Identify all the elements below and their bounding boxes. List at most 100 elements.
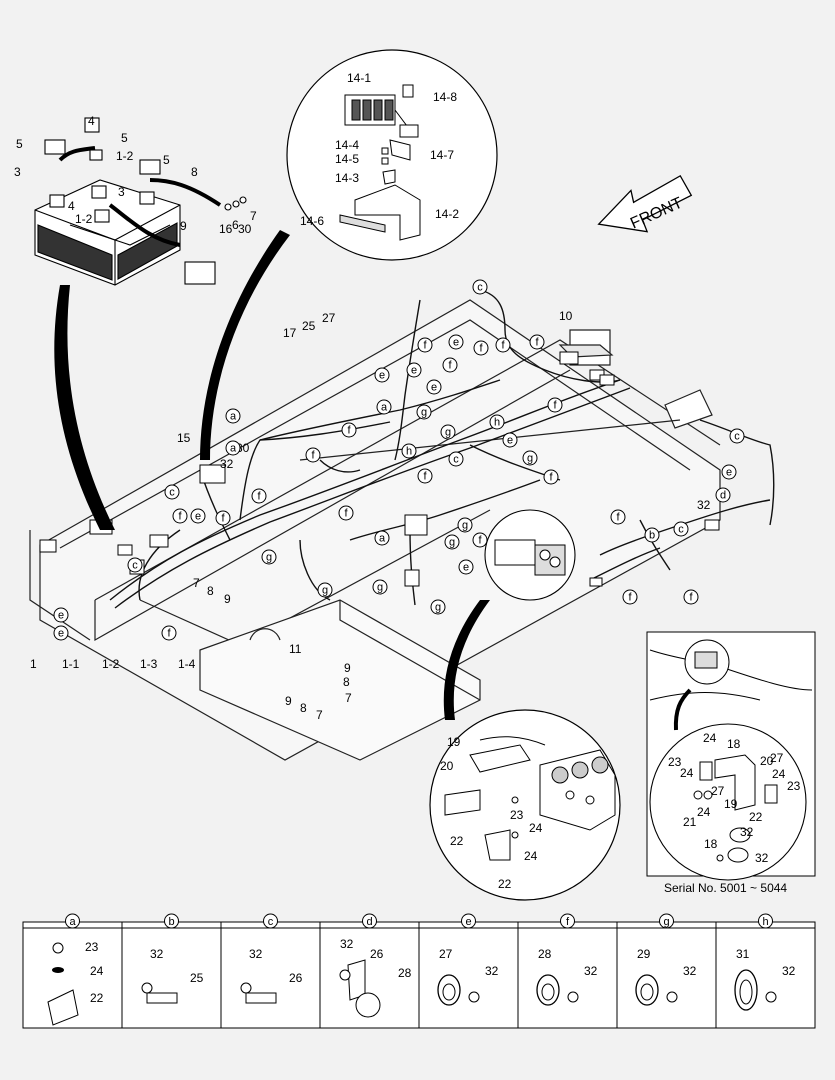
part-callout: 7 (316, 708, 323, 722)
svg-text:c: c (132, 560, 138, 572)
part-callout: 20 (440, 759, 454, 773)
valve-detail-circle (429, 709, 621, 901)
part-callout: 16 (219, 222, 233, 236)
svg-text:e: e (463, 562, 469, 574)
svg-text:g: g (435, 602, 441, 614)
part-callout: 8 (343, 675, 350, 689)
svg-text:e: e (58, 610, 64, 622)
battery-assembly (34, 117, 247, 286)
svg-text:e: e (195, 511, 201, 523)
svg-text:e: e (379, 370, 385, 382)
clip-badge-f: f (683, 589, 699, 605)
part-callout: 14-2 (435, 207, 459, 221)
svg-text:32: 32 (782, 964, 796, 978)
clip-badge-f: f (161, 625, 177, 641)
clip-badge-f: f (529, 334, 545, 350)
part-callout: 1-2 (102, 657, 120, 671)
svg-text:e: e (411, 365, 417, 377)
part-callout: 21 (683, 815, 697, 829)
clip-badge-c: c (472, 279, 488, 295)
svg-text:g: g (421, 407, 427, 419)
clip-badge-f: f (417, 468, 433, 484)
legend-header-c: c (263, 913, 278, 929)
chassis-frame (29, 299, 721, 761)
part-callout: 14-6 (300, 214, 324, 228)
svg-text:c: c (268, 916, 274, 928)
svg-text:23: 23 (85, 940, 99, 954)
part-callout: 24 (772, 767, 786, 781)
part-callout: 5 (163, 153, 170, 167)
svg-text:c: c (734, 431, 740, 443)
svg-text:f: f (553, 400, 557, 412)
svg-text:f: f (311, 450, 315, 462)
svg-text:b: b (649, 530, 655, 542)
clip-badge-c: c (448, 451, 464, 467)
svg-text:c: c (477, 282, 483, 294)
svg-text:f: f (344, 508, 348, 520)
svg-text:f: f (257, 491, 261, 503)
part-callout: 14-5 (335, 152, 359, 166)
svg-text:a: a (69, 916, 76, 928)
svg-text:c: c (453, 454, 459, 466)
svg-text:a: a (230, 411, 237, 423)
clip-badge-e: e (53, 607, 69, 623)
svg-text:f: f (478, 535, 482, 547)
svg-text:29: 29 (637, 947, 651, 961)
svg-text:f: f (479, 343, 483, 355)
svg-text:a: a (381, 402, 388, 414)
part-callout: 23 (787, 779, 801, 793)
svg-text:32: 32 (150, 947, 164, 961)
svg-text:e: e (507, 435, 513, 447)
svg-text:g: g (462, 520, 468, 532)
svg-text:26: 26 (370, 947, 384, 961)
clip-badge-e: e (426, 379, 442, 395)
clip-badge-f: f (543, 469, 559, 485)
valve-zoom-circle-small (484, 509, 576, 601)
svg-text:a: a (379, 533, 386, 545)
part-callout: 23 (668, 755, 682, 769)
svg-text:32: 32 (485, 964, 499, 978)
svg-text:32: 32 (584, 964, 598, 978)
part-callout: 1-3 (140, 657, 158, 671)
part-callout: 27 (322, 311, 336, 325)
svg-text:32: 32 (340, 937, 354, 951)
part-callout: 20 (760, 754, 774, 768)
part-callout: 9 (224, 592, 231, 606)
legend-header-f: f (560, 913, 575, 929)
clip-badge-g: g (372, 579, 388, 595)
svg-text:e: e (431, 382, 437, 394)
svg-text:c: c (169, 487, 175, 499)
svg-text:b: b (168, 916, 174, 928)
clip-badge-d: d (715, 487, 731, 503)
clip-badge-b: b (644, 527, 660, 543)
clip-badge-f: f (417, 337, 433, 353)
svg-text:f: f (535, 337, 539, 349)
clip-badge-g: g (522, 450, 538, 466)
part-callout: 6 (232, 218, 239, 232)
svg-text:h: h (762, 916, 768, 928)
clip-badge-f: f (442, 357, 458, 373)
serial-note: Serial No. 5001 ~ 5044 (664, 881, 787, 895)
clip-badge-a: a (225, 440, 241, 456)
part-callout: 8 (300, 701, 307, 715)
part-callout: 23 (510, 808, 524, 822)
part-callout: 14-3 (335, 171, 359, 185)
svg-text:e: e (726, 467, 732, 479)
part-callout: 7 (345, 691, 352, 705)
part-callout: 24 (680, 766, 694, 780)
clip-badge-a: a (376, 399, 392, 415)
part-callout: 18 (727, 737, 741, 751)
svg-text:h: h (406, 446, 412, 458)
clip-badge-c: c (673, 521, 689, 537)
clip-badge-h: h (489, 414, 505, 430)
part-callout: 8 (191, 165, 198, 179)
part-callout: 32 (220, 457, 234, 471)
legend-header-a: a (65, 913, 80, 929)
clip-badge-g: g (430, 599, 446, 615)
part-callout: 1-1 (62, 657, 80, 671)
part-callout: 22 (749, 810, 763, 824)
part-callout: 18 (704, 837, 718, 851)
